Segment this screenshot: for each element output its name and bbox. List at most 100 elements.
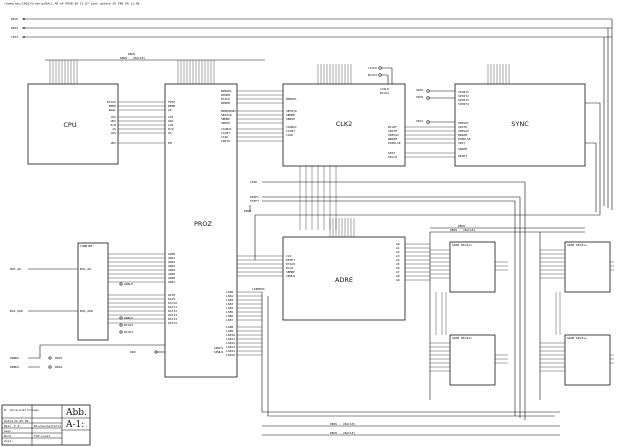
proz-lsb-4: LSB4 <box>226 306 233 310</box>
input-label-2: TEST <box>11 35 18 39</box>
cpu-label: CPU <box>63 121 76 129</box>
cpu-block: CPU DTACK BERR BGAC LDS UDS R/W AS LDS U… <box>27 83 165 165</box>
mid-signals: LDSK DIRFL FOFFT ENSR <box>244 180 526 420</box>
ram-blocks: DBUS DBUS - (BAC18) SRAM 8K×8+1 SRAM 8K×… <box>429 224 614 400</box>
proz-right-6: SBMRE <box>221 117 230 121</box>
aux-left-2: BCLK2 <box>124 323 133 327</box>
sync-aux-1: SRCK <box>416 95 423 99</box>
sync-left-6: SRRAM <box>458 147 467 151</box>
sync-left-7: RESET <box>458 154 467 158</box>
sync-aux-0: SRCK <box>416 88 423 92</box>
input-label-1: RESI <box>11 26 18 30</box>
tb-logo: N <box>4 408 6 412</box>
sync-top-3: SPCNT4 <box>458 102 469 106</box>
lsb-bus-label: LSB0BUS <box>252 287 265 291</box>
aux-left-0: ADRLE <box>124 282 133 286</box>
adre-left-4: SBMRE <box>286 270 295 274</box>
cpu-pin-3: LDS <box>111 115 117 119</box>
adre-left-3: BCLK <box>286 266 293 270</box>
sync-label: SYNC <box>511 120 529 128</box>
adre-right-3: A3 <box>396 254 400 258</box>
bus-top-label: DBUS <box>128 52 135 56</box>
proz-dat-15: DAT15 <box>168 321 177 325</box>
aux-left-6: RIN <box>130 350 136 354</box>
clk2-left-1: SBTACK <box>286 109 297 113</box>
title-block: N Universität Erlangen Abb. A-1: Datum 2… <box>1 404 91 446</box>
clk2-right-3: WRRAM <box>388 137 397 141</box>
proz-dat-9: DAT9 <box>168 297 175 301</box>
mid-sig-3: ENSR <box>244 209 251 213</box>
proz-dat-10: DAT10 <box>168 301 177 305</box>
adre-right-0: A0 <box>396 242 400 246</box>
clk2-right-2: VRESAS <box>388 133 399 137</box>
sync-top-1: SPCNT2 <box>458 94 469 98</box>
proz-right-3: BPRPB <box>221 101 230 105</box>
clk2-right-1: VRATE <box>388 129 397 133</box>
proz-right-8: CAOBAC <box>221 127 232 131</box>
proz-lsb-11: LSB11 <box>226 337 235 341</box>
proz-right-4: BPRERRAM <box>221 109 236 113</box>
proz-left-0: FWCE <box>168 100 175 104</box>
adre-right-7: A7 <box>396 270 400 274</box>
tb-row-0-v: 24.05.89 <box>14 419 29 423</box>
proz-adr-1: ADR1 <box>168 256 175 260</box>
aux-left-4: RDO2 <box>55 356 62 360</box>
proz-right-1: RDOPB <box>221 93 230 97</box>
cpu-pin-5: R/W <box>111 123 117 127</box>
proz-dat-11: DAT11 <box>168 305 177 309</box>
cpu-pin-6: AS <box>112 127 116 131</box>
proz-dat-12: DAT12 <box>168 309 177 313</box>
clk2-left-0: BPRSEL <box>286 97 297 101</box>
bottom-bus-label-1: DBUS - (BAC18) <box>330 422 355 426</box>
proz-adr-0: ADR0 <box>168 252 175 256</box>
proz-lsb-14: LSB14 <box>226 349 235 353</box>
proz-adr-3: ADR3 <box>168 264 175 268</box>
proz-right-10: CASK <box>221 135 228 139</box>
sync-left-2: VRESAS <box>458 129 469 133</box>
tb-desc-1: Blockschaltbild <box>34 424 61 428</box>
ram-3-label: SRAM 8K×8+1 <box>567 336 587 340</box>
top-inputs: RELD RESI TEST <box>11 17 613 210</box>
proz-left-1: BERR <box>168 104 175 108</box>
proz-lsb-7: LSB7 <box>226 318 233 322</box>
proz-adr-7: ADR7 <box>168 280 175 284</box>
conn-block: CONN1BF BUS_AR BUS_ADR BUS_AR BUS_ADR AD… <box>10 242 165 341</box>
adre-right-5: A5 <box>396 262 400 266</box>
proz-lsb-2: LSB2 <box>226 298 233 302</box>
proz-lsb-3: LSB3 <box>226 302 233 306</box>
aux-left-5: RDO2 <box>55 365 62 369</box>
clk2-block: CLK2 BPRSEL SBTACK SBMRE SBRVE CAOBAC CA… <box>282 64 455 230</box>
bus-adr-label: BUS_ADR <box>10 309 23 313</box>
rd-bus-label: DRBUS <box>10 356 19 360</box>
adre-label: ADRE <box>335 276 353 284</box>
mid-sig-1: DIRFL <box>250 195 259 199</box>
bottom-bus-label-2: DBUS - (BAC18) <box>330 431 355 435</box>
cpu-pin-2: BGAC <box>109 108 116 112</box>
cpu-pin-7: LDS <box>111 131 117 135</box>
aux-left-1: ADRLE <box>124 316 133 320</box>
clk2-aux-0: CLKLE <box>380 87 389 91</box>
sync-left-5: SRST <box>458 141 465 145</box>
sync-top-2: SPCNT3 <box>458 98 469 102</box>
tb-abb: Abb. <box>65 408 87 418</box>
clk2-left-3: SBRVE <box>286 117 295 121</box>
clk2-aux-2: CLOCK <box>368 66 377 70</box>
sync-top-0: SPCNT1 <box>458 90 469 94</box>
proz-adr-2: ADR2 <box>168 260 175 264</box>
adre-right-9: A9 <box>396 278 400 282</box>
proz-left-3: LDS <box>168 115 174 119</box>
ram-1-label: SRAM 8K×8+1 <box>567 243 587 247</box>
tb-row-3-k: Norm <box>4 434 11 438</box>
proz-label: PROZ <box>194 220 213 228</box>
adre-right-2: A2 <box>396 250 400 254</box>
proz-adr-6: ADR6 <box>168 276 175 280</box>
clk2-right-0: BCLKF <box>388 125 397 129</box>
tb-row-1-k: Bear. <box>4 424 13 428</box>
clk2-right-4: EDPULSE <box>388 141 401 145</box>
bottom-left-signals: DRBUS RDBUS RDO2 RDO2 RIN <box>10 344 165 369</box>
clk2-left-2: SBMRE <box>286 113 295 117</box>
proz-dat-14: DAT14 <box>168 317 177 321</box>
clk2-right-5: SRST <box>388 151 395 155</box>
tb-fig: A-1: <box>65 420 84 430</box>
